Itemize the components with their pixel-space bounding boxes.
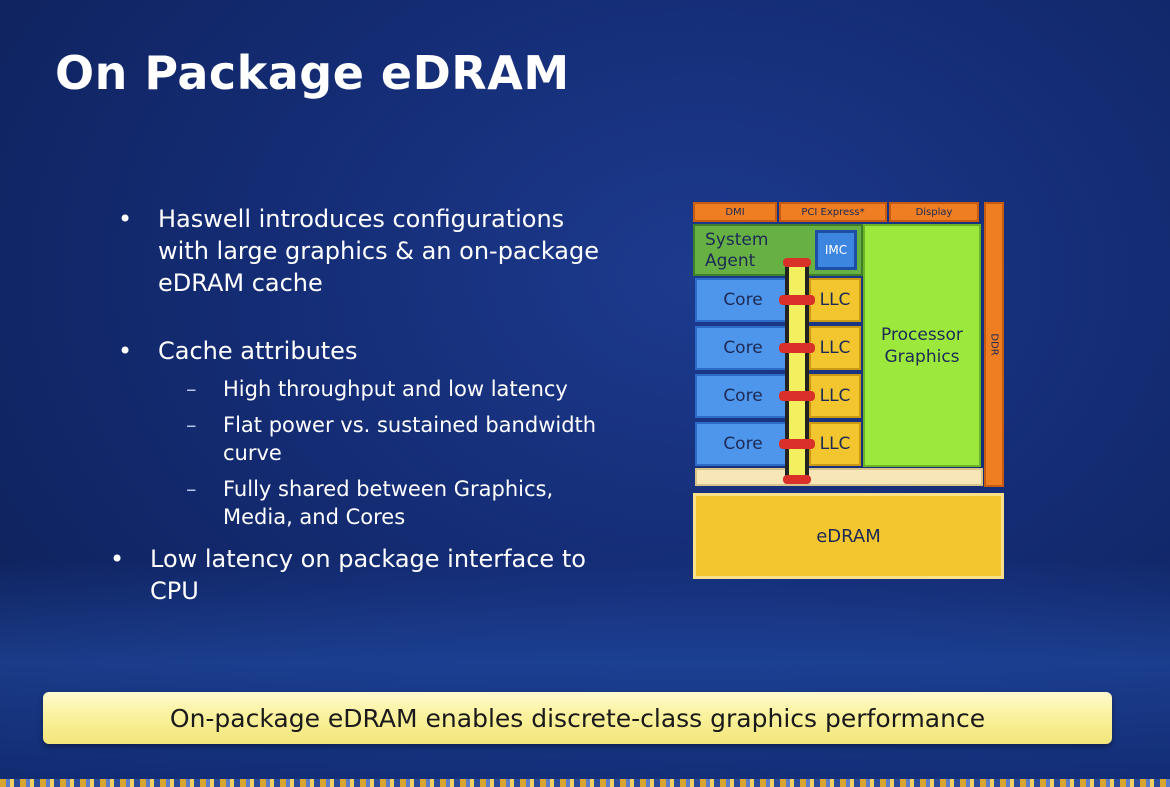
core-block: Core (695, 422, 791, 466)
ddr-label: DDR (988, 333, 1000, 356)
llc-block: LLC (809, 278, 861, 322)
background-floor (0, 560, 1170, 787)
sub-bullet-item: – Flat power vs. sustained bandwidth cur… (118, 411, 618, 467)
io-block-pci-express: PCI Express* (779, 202, 887, 222)
sub-bullet-dash: – (186, 413, 197, 437)
ring-stop (783, 475, 811, 484)
edram-block: eDRAM (693, 493, 1004, 579)
ring-stop (779, 391, 815, 401)
bullet-item: • Cache attributes (118, 335, 618, 367)
bullet-dot: • (118, 205, 133, 233)
ring-stop (779, 343, 815, 353)
bullet-item: • Haswell introduces configurations with… (118, 203, 618, 299)
system-agent-label-line2: Agent (705, 251, 756, 271)
graphics-label-line2: Graphics (884, 346, 960, 367)
background-strip (0, 779, 1170, 787)
bullet-item: • Low latency on package interface to CP… (110, 543, 618, 607)
bullet-text: Cache attributes (158, 337, 358, 365)
sub-bullet-item: – Fully shared between Graphics, Media, … (118, 475, 618, 531)
llc-block: LLC (809, 422, 861, 466)
bullet-text: Low latency on package interface to CPU (150, 545, 586, 605)
bullet-text: Haswell introduces configurations with l… (158, 205, 600, 297)
ddr-block: DDR (984, 202, 1004, 487)
processor-graphics-block: Processor Graphics (863, 224, 981, 467)
core-block: Core (695, 374, 791, 418)
graphics-label-line1: Processor (881, 324, 963, 345)
core-block: Core (695, 326, 791, 370)
core-block: Core (695, 278, 791, 322)
llc-block: LLC (809, 374, 861, 418)
haswell-block-diagram: DMI PCI Express* Display DDR System Agen… (693, 202, 1005, 580)
sub-bullet-dash: – (186, 477, 197, 501)
ring-stop (779, 295, 815, 305)
sub-bullet-dash: – (186, 377, 197, 401)
bullet-dot: • (118, 337, 133, 365)
ring-stop (779, 439, 815, 449)
uncore-bar (695, 468, 983, 486)
io-block-dmi: DMI (693, 202, 777, 222)
llc-block: LLC (809, 326, 861, 370)
io-block-display: Display (889, 202, 979, 222)
system-agent-label-line1: System (705, 230, 769, 250)
sub-bullet-text: Flat power vs. sustained bandwidth curve (223, 413, 597, 465)
sub-bullet-text: High throughput and low latency (223, 377, 568, 401)
ring-stop (783, 258, 811, 267)
imc-block: IMC (815, 230, 857, 270)
summary-banner: On-package eDRAM enables discrete-class … (43, 692, 1112, 744)
sub-bullet-text: Fully shared between Graphics, Media, an… (223, 477, 554, 529)
bullet-dot: • (110, 545, 125, 573)
sub-bullet-item: – High throughput and low latency (118, 375, 618, 403)
bullet-list: • Haswell introduces configurations with… (110, 203, 618, 607)
slide-title: On Package eDRAM (55, 46, 570, 100)
